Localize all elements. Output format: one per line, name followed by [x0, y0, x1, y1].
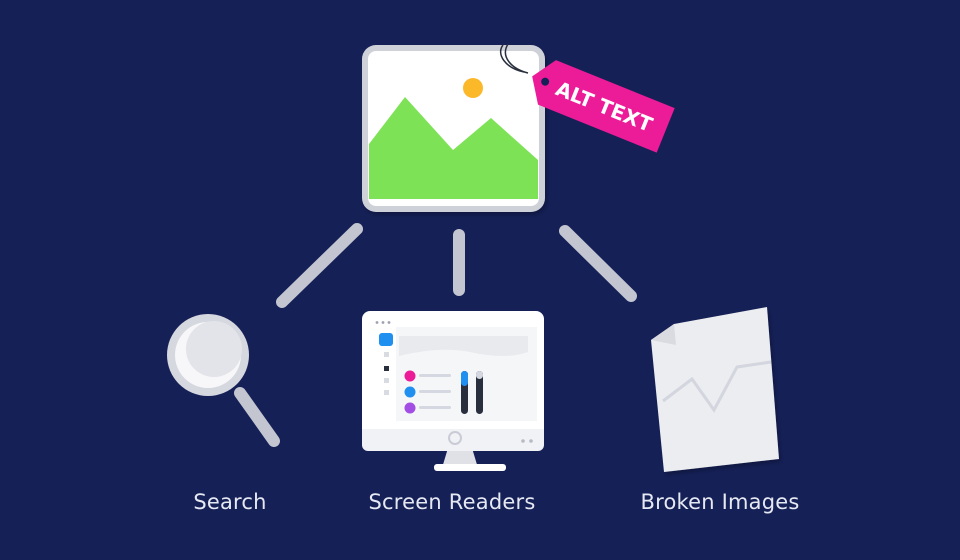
monitor-icon [362, 311, 544, 471]
caption-screen-readers: Screen Readers [368, 490, 536, 514]
broken-image-icon [651, 307, 779, 472]
caption-search: Search [193, 490, 267, 514]
sun-icon [463, 78, 483, 98]
connectors [276, 223, 637, 308]
connector-left [276, 223, 363, 308]
mountains-icon [369, 97, 538, 199]
magnifier-icon [167, 314, 280, 447]
connector-right [559, 225, 637, 302]
caption-broken-images: Broken Images [640, 490, 800, 514]
image-icon [362, 45, 545, 212]
